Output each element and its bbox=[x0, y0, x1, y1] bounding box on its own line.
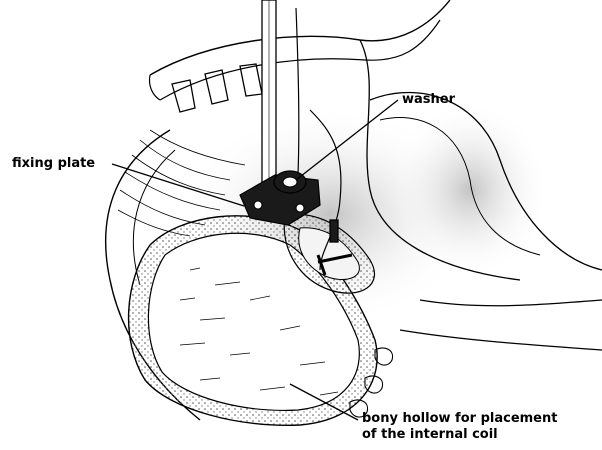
fixing-plate-label: fixing plate bbox=[12, 156, 95, 172]
skin-flap-inner bbox=[160, 20, 440, 100]
plate-screw-1 bbox=[254, 201, 262, 209]
washer-label: washer bbox=[402, 92, 455, 108]
bony-hollow-label-line2: of the internal coil bbox=[362, 427, 557, 443]
lower-right-curve bbox=[420, 300, 602, 306]
lower-right-curve-2 bbox=[400, 330, 602, 350]
washer bbox=[274, 171, 306, 193]
skin-flap-edge bbox=[149, 75, 160, 100]
tissue-shading-right bbox=[390, 100, 550, 280]
bony-hollow-label: bony hollow for placement of the interna… bbox=[362, 411, 557, 443]
bony-hollow-label-line1: bony hollow for placement bbox=[362, 411, 557, 427]
instrument-shaft bbox=[262, 0, 276, 190]
retractor-teeth bbox=[172, 64, 262, 112]
plate-screw-2 bbox=[296, 204, 304, 212]
skin-flap-outline bbox=[150, 0, 450, 75]
